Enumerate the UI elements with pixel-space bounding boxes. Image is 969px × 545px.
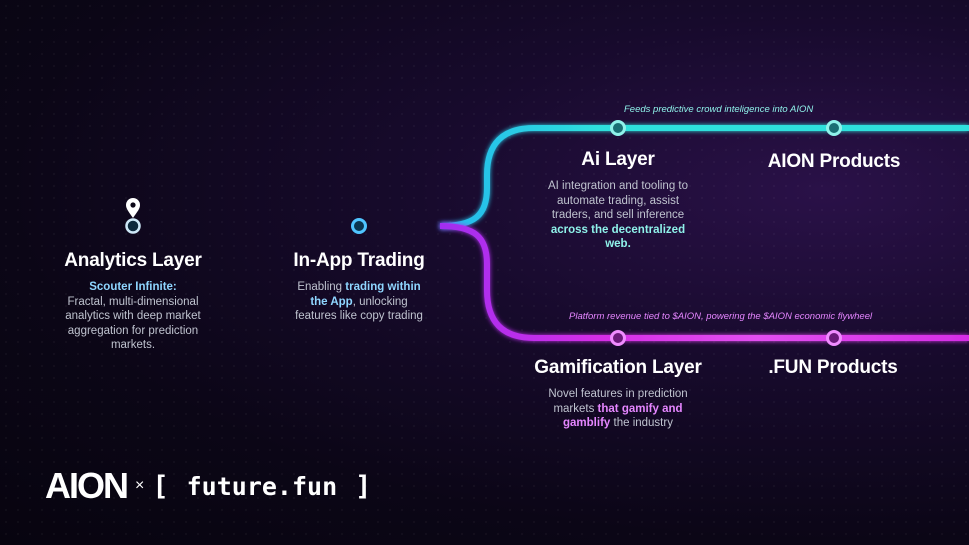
gamification-line: Novel features in prediction — [548, 388, 688, 400]
node-inapp-trading — [351, 218, 367, 234]
ai-highlight: across the decentralized — [550, 223, 686, 236]
ai-block: Ai Layer AI integration and tooling to a… — [518, 149, 718, 252]
ai-line: AI integration and tooling to — [547, 180, 689, 192]
inapp-highlight: the App — [310, 295, 353, 308]
node-aion-products — [826, 120, 842, 136]
inapp-highlight: trading within — [345, 281, 421, 293]
aion-logo: AION — [45, 465, 129, 506]
upper-track-line — [439, 125, 969, 229]
aion-products-title: AION Products — [767, 151, 901, 172]
future-fun-logo: future.fun — [186, 471, 338, 501]
times-icon: × — [135, 477, 145, 494]
analytics-line: aggregation for prediction — [67, 324, 199, 337]
partnership-logo: AION × [ future.fun ] — [45, 465, 371, 507]
analytics-line: Fractal, multi-dimensional — [67, 295, 199, 308]
analytics-highlight: Scouter Infinite: — [89, 281, 177, 293]
lower-track-line — [439, 223, 969, 341]
node-fun-products — [826, 330, 842, 346]
bracket-open: [ — [152, 470, 169, 502]
gamification-description: Novel features in prediction markets tha… — [518, 387, 718, 431]
ai-line: automate trading, assist — [556, 194, 680, 207]
gamification-title: Gamification Layer — [534, 357, 702, 378]
analytics-block: Analytics Layer Scouter Infinite: Fracta… — [33, 250, 233, 353]
ai-line: traders, and sell inference — [551, 209, 685, 221]
map-pin-icon — [126, 198, 140, 218]
ai-highlight: web. — [605, 238, 631, 250]
analytics-line: markets. — [110, 339, 156, 351]
top-branch-note: Feeds predictive crowd inteligence into … — [624, 104, 814, 115]
gamification-block: Gamification Layer Novel features in pre… — [518, 357, 718, 431]
gamification-highlight: gamblify — [563, 417, 611, 429]
node-gamification — [610, 330, 626, 346]
fun-products-block: .FUN Products — [733, 357, 933, 379]
gamification-text: markets — [553, 402, 598, 415]
inapp-text: , unlocking — [352, 295, 408, 308]
gamification-highlight: that gamify and — [597, 402, 683, 415]
bracket-close: ] — [355, 470, 372, 502]
inapp-block: In-App Trading Enabling trading within t… — [259, 250, 459, 324]
gamification-text: the industry — [610, 417, 673, 429]
analytics-title: Analytics Layer — [64, 250, 202, 271]
aion-products-block: AION Products — [734, 151, 934, 173]
inapp-text: features like copy trading — [295, 310, 423, 322]
inapp-description: Enabling trading within the App, unlocki… — [259, 280, 459, 324]
analytics-line: analytics with deep market — [65, 310, 201, 322]
bottom-branch-note: Platform revenue tied to $AION, powering… — [569, 311, 873, 322]
inapp-text: Enabling — [297, 281, 346, 293]
ai-description: AI integration and tooling to automate t… — [518, 179, 718, 252]
fun-products-title: .FUN Products — [768, 357, 898, 378]
inapp-title: In-App Trading — [293, 250, 425, 271]
node-ai-layer — [610, 120, 626, 136]
node-analytics — [125, 218, 141, 234]
analytics-description: Scouter Infinite: Fractal, multi-dimensi… — [33, 280, 233, 353]
ai-title: Ai Layer — [581, 149, 655, 170]
